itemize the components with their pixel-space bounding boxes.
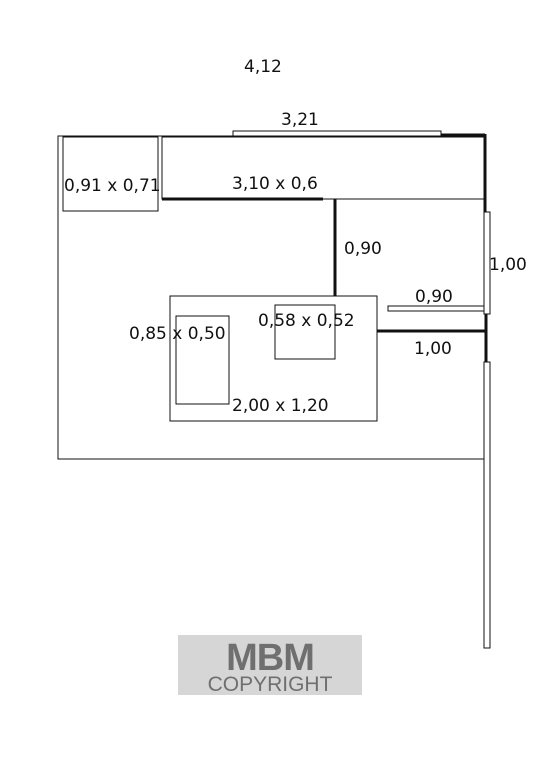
- label-right-door: 1,00: [489, 255, 527, 275]
- label-overall-width: 4,12: [244, 57, 282, 77]
- watermark-bg: [178, 635, 362, 695]
- cabinet-top-left: [62, 136, 159, 212]
- top-window: [232, 130, 442, 137]
- inner-small: [274, 304, 336, 360]
- label-right-wall: 1,00: [414, 339, 452, 359]
- label-counter: 3,10 x 0,6: [232, 174, 318, 194]
- inner-narrow: [175, 315, 230, 405]
- label-right-stub: 0,90: [415, 287, 453, 307]
- label-top-wall: 3,21: [281, 110, 319, 130]
- label-inner-small: 0,58 x 0,52: [258, 311, 355, 331]
- label-wall-stub: 0,90: [344, 239, 382, 259]
- counter: [161, 136, 485, 200]
- label-inner-narrow: 0,85 x 0,50: [129, 324, 226, 344]
- right-stub: [387, 305, 485, 312]
- label-cabinet: 0,91 x 0,71: [64, 176, 161, 196]
- copyright-watermark: MBM COPYRIGHT: [178, 635, 362, 696]
- inner-big: [169, 295, 378, 422]
- watermark-text: COPYRIGHT: [208, 673, 333, 696]
- watermark-logo: MBM: [226, 637, 314, 679]
- label-inner-big: 2,00 x 1,20: [232, 396, 329, 416]
- right-extension: [483, 361, 491, 649]
